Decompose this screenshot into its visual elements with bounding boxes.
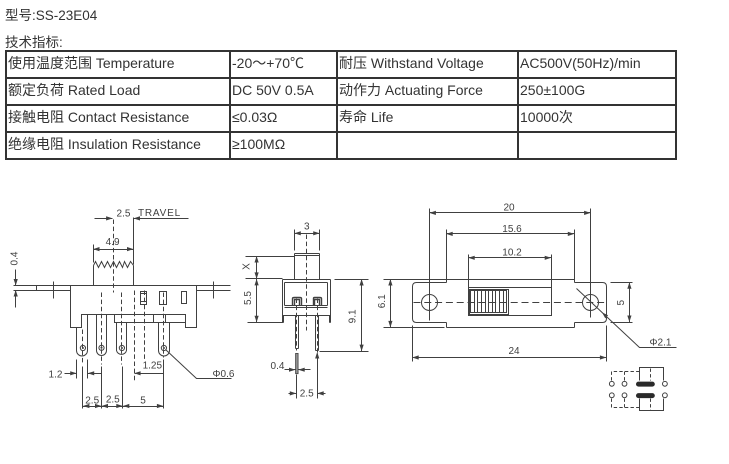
svg-text:TRAVEL: TRAVEL (138, 208, 181, 219)
svg-text:20: 20 (503, 202, 515, 213)
svg-text:Φ2.1: Φ2.1 (650, 337, 672, 348)
svg-text:2.5: 2.5 (117, 209, 131, 220)
svg-text:5: 5 (140, 395, 146, 406)
svg-text:2.5: 2.5 (85, 395, 99, 406)
svg-text:10.2: 10.2 (502, 248, 522, 259)
svg-text:5.5: 5.5 (243, 291, 254, 305)
svg-text:1.25: 1.25 (143, 360, 163, 371)
svg-text:24: 24 (508, 346, 520, 357)
svg-text:2.5: 2.5 (300, 388, 314, 399)
svg-text:2.5: 2.5 (106, 395, 120, 406)
svg-text:9.1: 9.1 (348, 309, 359, 323)
svg-text:15.6: 15.6 (502, 224, 522, 235)
svg-text:4.9: 4.9 (106, 237, 120, 248)
svg-text:1.2: 1.2 (49, 369, 63, 380)
svg-text:X: X (242, 263, 253, 270)
svg-text:3: 3 (304, 222, 310, 233)
svg-text:0.4: 0.4 (10, 251, 21, 265)
svg-text:5: 5 (616, 299, 627, 305)
svg-text:6.1: 6.1 (377, 294, 388, 308)
svg-text:0.4: 0.4 (271, 361, 285, 372)
svg-text:Φ0.6: Φ0.6 (213, 369, 235, 380)
